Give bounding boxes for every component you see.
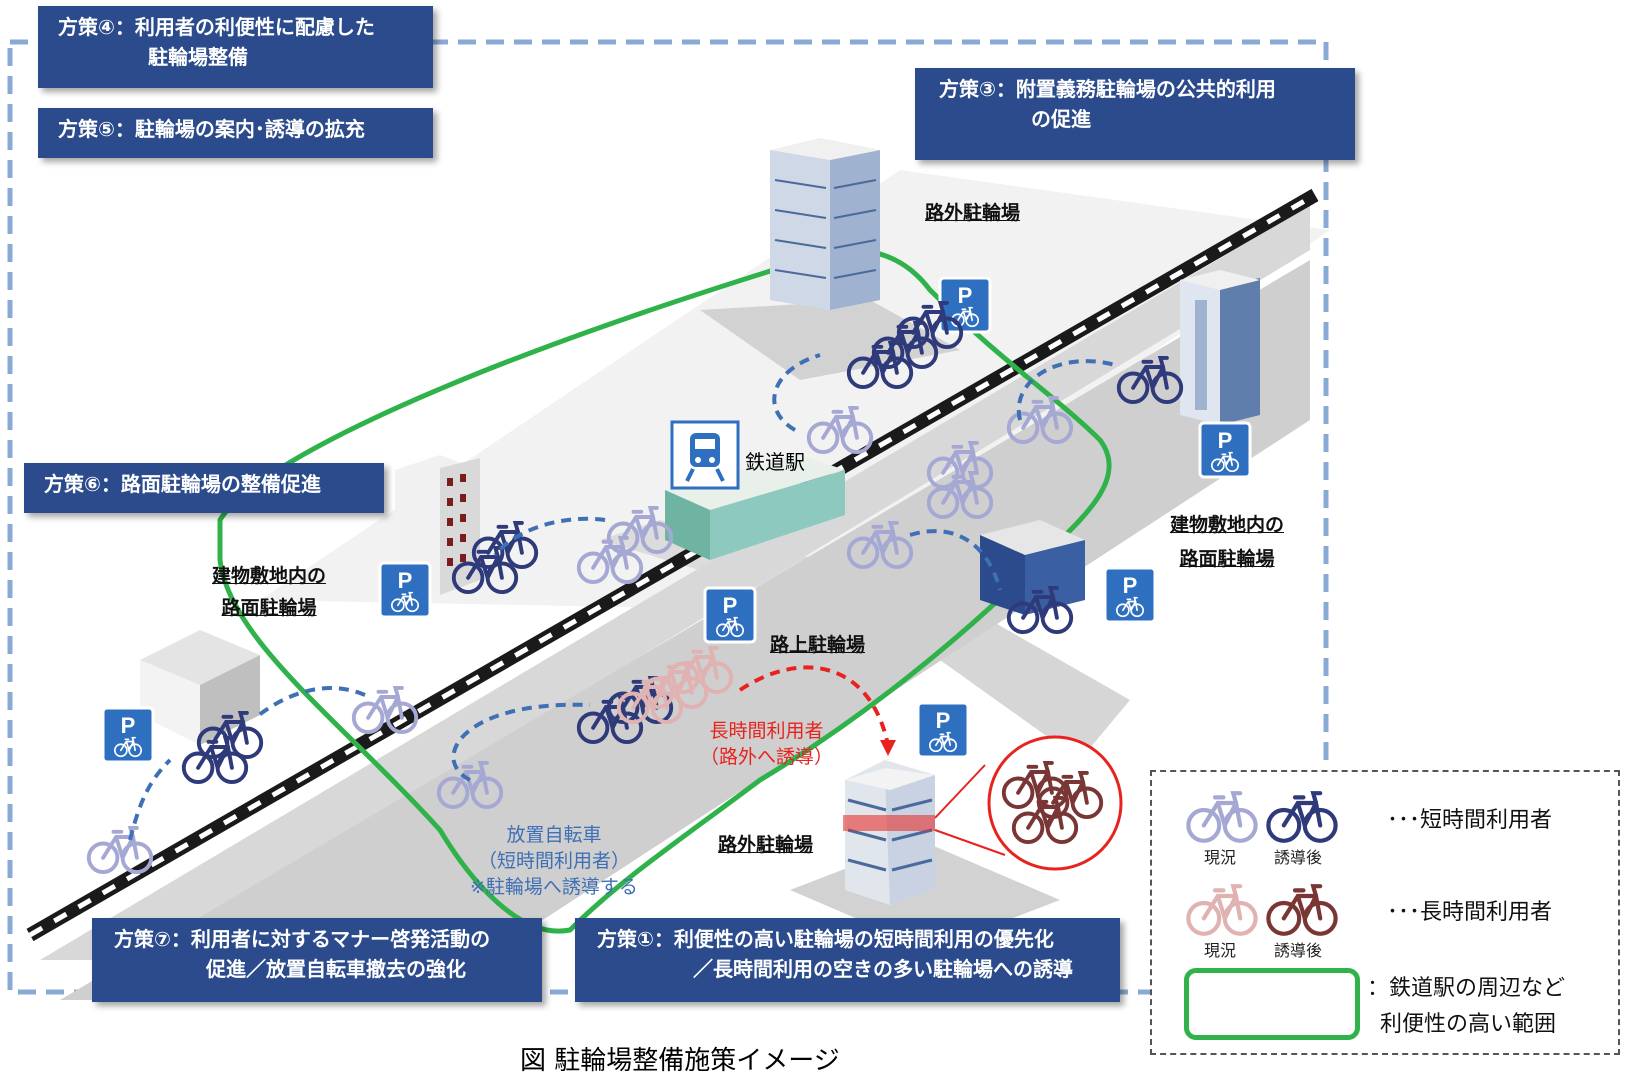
label-line: 路面駐輪場	[1179, 548, 1275, 570]
onstreet-parking-label: 路上駐輪場	[770, 634, 866, 656]
note-line: （短時間利用者）	[477, 850, 630, 872]
abandoned-bicycle-note: 放置自転車 （短時間利用者） ※駐輪場へ誘導する	[470, 822, 638, 900]
parking-icon	[1105, 568, 1155, 622]
policy-box-6: 方策⑥：路面駐輪場の整備促進	[24, 463, 384, 513]
guidance-arrow	[128, 353, 1116, 841]
building-parking-label-right: 建物敷地内の 路面駐輪場	[1170, 508, 1284, 576]
station-building	[665, 455, 845, 560]
train-icon	[670, 420, 740, 490]
note-line: （路外へ誘導）	[700, 746, 834, 768]
parking-icon	[1200, 423, 1250, 477]
policy-4-line1: 方策④：利用者の利便性に配慮した	[58, 15, 375, 39]
offstreet-parking-label: 路外駐輪場	[718, 834, 814, 856]
legend-after-label: 誘導後	[1274, 941, 1323, 960]
policy-1-line1: 方策①：利便性の高い駐輪場の短時間利用の優先化	[597, 927, 1054, 951]
figure-caption: 図 駐輪場整備施策イメージ	[520, 1046, 840, 1076]
policy-box-5: 方策⑤：駐輪場の案内･誘導の拡充	[38, 108, 433, 158]
policy-box-3: 方策③：附置義務駐輪場の公共的利用 の促進	[915, 68, 1355, 160]
note-line: 放置自転車	[506, 824, 602, 846]
parking-icon	[940, 278, 990, 332]
railway-ties	[28, 192, 1317, 938]
parking-icon	[380, 563, 430, 617]
label-line: 建物敷地内の	[1170, 514, 1285, 536]
policy-3-line1: 方策③：附置義務駐輪場の公共的利用	[939, 77, 1276, 101]
offstreet-tower	[843, 760, 935, 905]
parking-icon	[918, 703, 968, 757]
label-line: 路面駐輪場	[221, 597, 317, 619]
policy-3-line2: の促進	[1031, 107, 1091, 131]
note-line: 長時間利用者	[709, 720, 824, 742]
tower-building	[770, 138, 880, 310]
policy-6-line1: 方策⑥：路面駐輪場の整備促進	[44, 472, 321, 496]
office-building	[1180, 270, 1260, 425]
policy-box-7: 方策⑦：利用者に対するマナー啓発活動の 促進／放置自転車撤去の強化	[92, 918, 542, 1002]
bicycle-icon	[1188, 886, 1255, 934]
ground-plane	[260, 170, 1330, 610]
legend-area-swatch	[1184, 968, 1360, 1040]
policy-1-line2: ／長時間利用の空きの多い駐輪場への誘導	[693, 957, 1073, 981]
building-parking-label-left: 建物敷地内の 路面駐輪場	[212, 560, 326, 624]
policy-5-line1: 方策⑤：駐輪場の案内･誘導の拡充	[58, 117, 365, 141]
policy-box-1: 方策①：利便性の高い駐輪場の短時間利用の優先化 ／長時間利用の空きの多い駐輪場へ…	[575, 918, 1120, 1002]
policy-box-4: 方策④：利用者の利便性に配慮した 駐輪場整備	[38, 6, 433, 88]
legend-long-term-text: ･･･長時間利用者	[1387, 900, 1553, 925]
bicycle-icon	[1268, 793, 1335, 841]
label-line: 建物敷地内の	[212, 565, 327, 587]
note-line: ※駐輪場へ誘導する	[470, 876, 638, 898]
legend-current-label: 現況	[1204, 941, 1237, 960]
legend-current-label: 現況	[1204, 848, 1237, 867]
legend-short-term-text: ･･･短時間利用者	[1387, 808, 1553, 833]
apartment-building	[395, 455, 480, 595]
policy-4-line2: 駐輪場整備	[148, 45, 248, 69]
longterm-user-note: 長時間利用者 （路外へ誘導）	[700, 718, 833, 770]
longterm-guidance-arrow	[738, 665, 890, 746]
legend-area-text-1: ：鉄道駅の周辺など	[1367, 976, 1566, 1001]
arrow-head	[880, 740, 896, 756]
parking-icon	[705, 588, 755, 642]
legend: 現況 誘導後 現況 誘導後 ･･･短時間利用者 ･･･長時間利用者 ：鉄道駅の周…	[1150, 770, 1620, 1055]
offstreet-parking-label: 路外駐輪場	[925, 202, 1021, 224]
bicycle-icon	[1268, 886, 1335, 934]
road	[60, 260, 1310, 1000]
policy-7-line1: 方策⑦：利用者に対するマナー啓発活動の	[114, 927, 491, 951]
road	[40, 205, 1310, 960]
bicycle-icon	[1188, 793, 1255, 841]
parking-icon	[103, 708, 153, 762]
policy-7-line2: 促進／放置自転車撤去の強化	[206, 957, 466, 981]
legend-after-label: 誘導後	[1274, 848, 1323, 867]
legend-area-text-2: 利便性の高い範囲	[1380, 1012, 1557, 1037]
station-label: 鉄道駅	[745, 450, 805, 474]
